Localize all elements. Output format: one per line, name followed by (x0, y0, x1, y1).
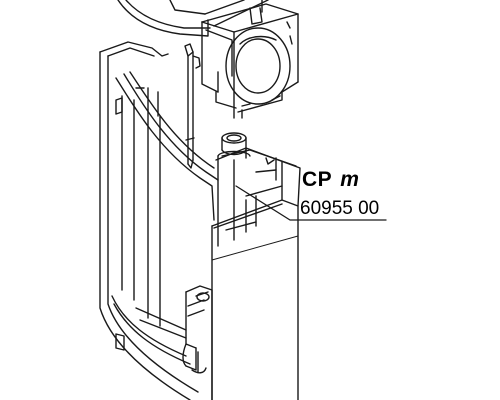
part-number-label: 60955 00 (300, 198, 380, 219)
lower-insert (182, 285, 213, 400)
part-name: CP (302, 168, 333, 191)
upper-housing (117, 0, 269, 37)
filter-housing (99, 41, 219, 400)
callout-leader (235, 185, 387, 221)
riser-tube (217, 132, 251, 247)
front-panel (211, 147, 301, 400)
pump-outlet-ring (225, 27, 291, 105)
spindle-pin (184, 43, 201, 169)
pump-head-block (201, 3, 299, 119)
part-name-label: CP m (302, 168, 359, 192)
part-variant: m (340, 168, 360, 191)
